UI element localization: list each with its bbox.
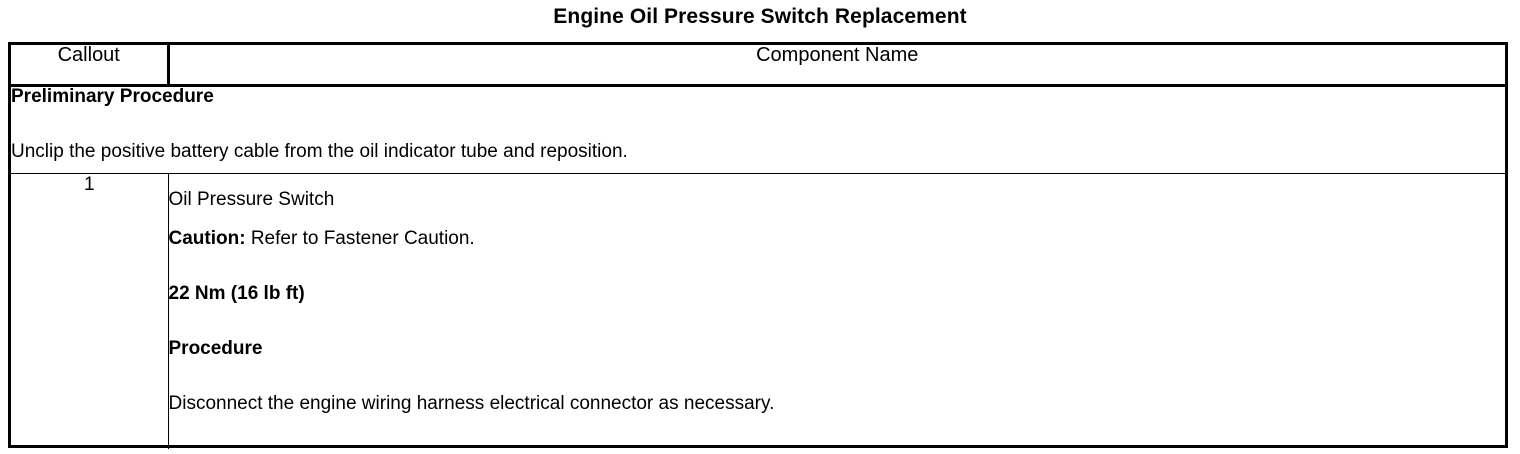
preliminary-procedure-row: Preliminary Procedure Unclip the positiv… (11, 85, 1505, 174)
caution-line: Caution: Refer to Fastener Caution. (169, 229, 1506, 284)
caution-text: Refer to Fastener Caution. (245, 227, 475, 249)
caution-label: Caution: (168, 227, 246, 249)
preliminary-procedure-heading: Preliminary Procedure (11, 85, 214, 107)
torque-spec-line: 22 Nm (16 lb ft) (168, 282, 305, 304)
column-header-component-name: Component Name (168, 45, 1505, 87)
procedure-step-text: Disconnect the engine wiring harness ele… (168, 392, 775, 414)
table-row: 1 Oil Pressure Switch Caution: Refer to … (11, 173, 1505, 449)
component-table-container: Callout Component Name Preliminary Proce… (8, 42, 1508, 449)
component-name-line: Oil Pressure Switch (168, 188, 335, 210)
preliminary-procedure-cell: Preliminary Procedure Unclip the positiv… (11, 85, 1505, 174)
table-header-row: Callout Component Name (11, 45, 1505, 87)
page-title: Engine Oil Pressure Switch Replacement (553, 5, 967, 28)
procedure-heading: Procedure (168, 337, 263, 359)
column-header-callout: Callout (11, 45, 170, 87)
preliminary-procedure-text: Unclip the positive battery cable from t… (11, 140, 628, 162)
callout-number: 1 (11, 173, 169, 449)
component-detail-cell: Oil Pressure Switch Caution: Refer to Fa… (168, 173, 1505, 449)
component-table: Callout Component Name Preliminary Proce… (11, 45, 1505, 449)
